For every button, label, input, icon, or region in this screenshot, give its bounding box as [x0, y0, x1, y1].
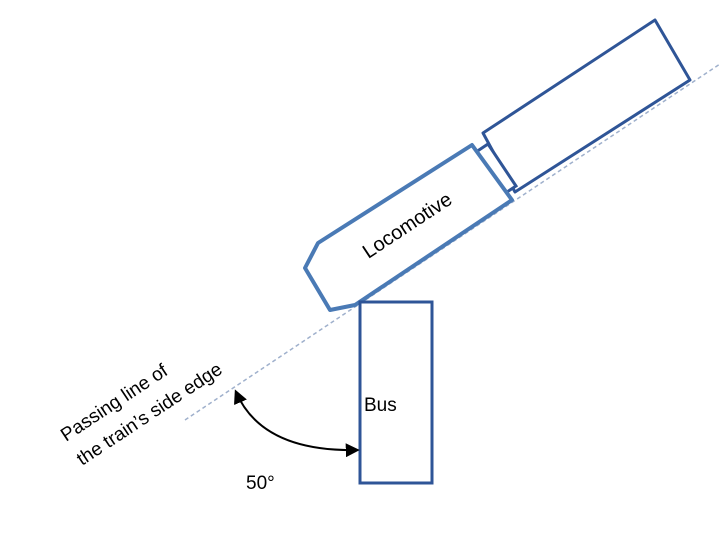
- locomotive: [303, 143, 514, 312]
- bus-label: Bus: [364, 395, 397, 416]
- passing-line: [184, 63, 720, 421]
- angle-label: 50°: [246, 473, 275, 494]
- train-car: [481, 18, 692, 194]
- bus: [358, 300, 434, 485]
- angle-arrow: [234, 389, 360, 458]
